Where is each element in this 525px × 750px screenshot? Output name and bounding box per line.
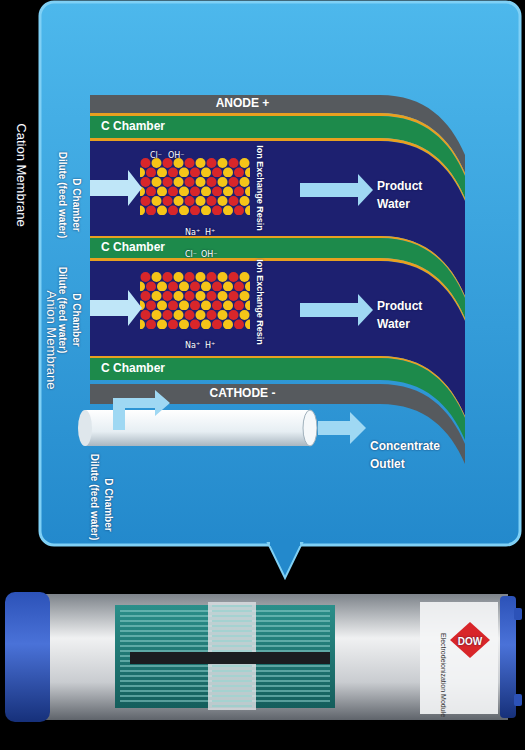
concentrate-chamber: C Chamber [95, 116, 380, 138]
outlet-label: Product Water [377, 176, 439, 212]
band-text: ANODE + [216, 97, 270, 110]
ion-label-text: Cl⁻ [185, 250, 197, 259]
ion-label: Cl⁻ [150, 144, 162, 162]
anode-bar: ANODE + [95, 95, 390, 113]
chamber-label: D Chamber [101, 478, 119, 531]
ion-label-text: Na⁺ [185, 341, 200, 350]
flow-label-text: Dilute (feed water) [57, 267, 68, 354]
outlet-label-text: Product Water [377, 179, 422, 211]
chamber-label-text: D Chamber [71, 293, 82, 346]
ion-label: OH⁻ [168, 144, 185, 162]
resin-label-text: Ion Exchange Resin [255, 145, 265, 231]
flow-label: Dilute (feed water) [87, 454, 105, 541]
outlet-label: Product Water [377, 296, 439, 332]
flow-label-text: Dilute (feed water) [57, 152, 68, 239]
ion-label-text: H⁺ [205, 341, 215, 350]
membrane-label-text: Anion Membrane [44, 291, 59, 390]
product-name: Electrodeionization Module [437, 633, 455, 717]
chamber-label-text: D Chamber [103, 478, 114, 531]
outlet-label-text: Concentrate Outlet [370, 439, 440, 471]
flow-label: Dilute (feed water) [55, 267, 73, 354]
ion-label-text: OH⁻ [201, 250, 218, 259]
chamber-label: D Chamber [69, 178, 87, 231]
chamber-label-text: D Chamber [71, 178, 82, 231]
ion-label: Na⁺ [185, 221, 200, 239]
ion-label-text: H⁺ [205, 228, 215, 237]
membrane-label: Cation Membrane [13, 123, 31, 226]
band-text: C Chamber [101, 362, 165, 375]
ion-label-text: Na⁺ [185, 228, 200, 237]
ion-label: H⁺ [205, 221, 215, 239]
brand-logo: DOW [458, 631, 482, 649]
ion-label: Cl⁻ [185, 243, 197, 261]
outlet-label: Concentrate Outlet [370, 436, 460, 472]
outlet-label-text: Product Water [377, 299, 422, 331]
band-text: CATHODE - [210, 387, 276, 400]
resin-label-text: Ion Exchange Resin [255, 259, 265, 345]
ion-label-text: Cl⁻ [150, 151, 162, 160]
membrane-label-text: Cation Membrane [14, 123, 29, 226]
band-text: C Chamber [101, 120, 165, 133]
concentrate-chamber: C Chamber [95, 238, 380, 258]
brand-logo-text: DOW [458, 636, 482, 647]
product-name-text: Electrodeionization Module [440, 633, 447, 717]
ion-label-text: OH⁻ [168, 151, 185, 160]
ion-label: Na⁺ [185, 334, 200, 352]
resin-label: Ion Exchange Resin [253, 259, 271, 345]
chamber-label: D Chamber [69, 293, 87, 346]
band-text: C Chamber [101, 241, 165, 254]
ion-label: OH⁻ [201, 243, 218, 261]
cathode-bar: CATHODE - [95, 384, 390, 404]
resin-label: Ion Exchange Resin [253, 145, 271, 231]
concentrate-chamber: C Chamber [95, 358, 380, 380]
flow-label-text: Dilute (feed water) [89, 454, 100, 541]
ion-label: H⁺ [205, 334, 215, 352]
flow-label: Dilute (feed water) [55, 152, 73, 239]
